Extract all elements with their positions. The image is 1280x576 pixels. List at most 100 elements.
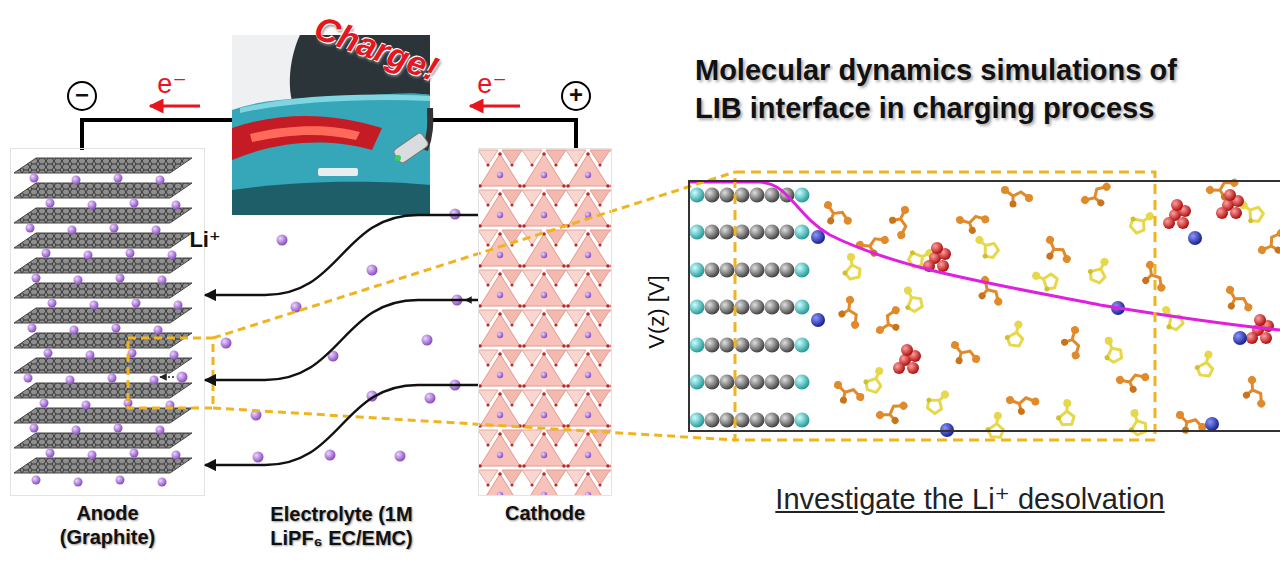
- cathode-crystal: Cathode: [478, 148, 612, 496]
- graphene-sheet: [14, 158, 192, 173]
- graphene-sheet: [14, 283, 192, 298]
- electrolyte-ions: [160, 209, 476, 463]
- intercalated-li: [42, 249, 177, 260]
- graphene-sheet: [14, 408, 192, 423]
- li-ion: [291, 302, 302, 313]
- figure-title: Molecular dynamics simulations of LIB in…: [695, 52, 1195, 127]
- photo-background: [232, 35, 430, 215]
- emc-molecule: [1257, 224, 1280, 262]
- ec-molecule: [1193, 348, 1218, 378]
- cathode-lattice: [478, 148, 612, 496]
- ec-molecule: [899, 284, 924, 314]
- emc-molecule: [887, 205, 914, 240]
- li-ion-md: [811, 313, 825, 327]
- md-snapshot: [688, 171, 1280, 440]
- li-ion: [277, 235, 288, 246]
- emc-molecule: [1173, 410, 1208, 437]
- intercalated-li: [46, 199, 181, 210]
- graphite-atom-row: [690, 263, 810, 278]
- li-ion: [450, 209, 461, 220]
- zoom-source-box: [128, 338, 213, 408]
- ec-molecule: [1028, 266, 1059, 294]
- li-ion: [221, 338, 232, 349]
- li-ion: [425, 393, 436, 404]
- li-ion: [253, 452, 264, 463]
- intercalated-li: [24, 374, 159, 385]
- pf6-anion: [1163, 199, 1191, 229]
- graphite-atom-row: [690, 375, 810, 390]
- intercalated-li: [30, 424, 165, 435]
- emc-molecule: [833, 295, 868, 333]
- ec-molecule: [923, 385, 954, 415]
- electrode-label: Anode (Graphite): [43, 501, 173, 549]
- charge-led: [395, 155, 401, 161]
- emc-molecule: [831, 380, 866, 407]
- emc-molecule: [1219, 285, 1257, 318]
- pf6-anion: [893, 344, 921, 374]
- graphite-atom-row: [690, 338, 810, 353]
- intercalated-li: [28, 324, 163, 335]
- intercalated-li: [26, 224, 161, 235]
- li-ion-md: [1233, 331, 1247, 345]
- electron-label: e⁻: [157, 68, 186, 100]
- potential-curve: [688, 182, 1280, 330]
- intercalated-li: [30, 174, 165, 185]
- graphene-sheet: [14, 458, 192, 473]
- tail-light: [232, 116, 382, 160]
- li-ion: [367, 265, 378, 276]
- graphene-sheet: [14, 383, 192, 398]
- emc-molecule: [1079, 176, 1116, 214]
- graphene-sheet: [14, 433, 192, 448]
- electrolyte-region: Electrolyte (1M LiPF₆ EC/EMC): [205, 148, 478, 496]
- graphite-atom-row: [690, 300, 810, 315]
- ec-molecule: [1055, 398, 1077, 427]
- graphene-sheet: [14, 258, 192, 273]
- car-illustration: [232, 35, 430, 215]
- emc-molecule: [955, 207, 992, 238]
- axis-label: V(z) [V]: [644, 275, 670, 348]
- li-ion: [450, 380, 461, 391]
- car-photo: Charge!: [232, 35, 430, 215]
- zoom-guides: [128, 172, 1155, 440]
- car-badge: [318, 168, 358, 176]
- graphene-sheet: [14, 208, 192, 223]
- li-ion-md: [1188, 231, 1202, 245]
- ion-hop-arrow: [160, 376, 174, 378]
- emc-molecule: [1236, 374, 1273, 412]
- graphite-atom-row: [690, 225, 810, 240]
- zoom-line: [213, 172, 735, 338]
- ion-label: Li⁺: [189, 227, 220, 253]
- graphene-sheet: [14, 358, 192, 373]
- li-ion-md: [1205, 417, 1219, 431]
- emc-molecule: [1057, 325, 1088, 362]
- li-ion: [328, 351, 339, 362]
- ec-molecule: [1003, 318, 1028, 348]
- graphene-sheet: [14, 308, 192, 323]
- terminal-circle: [68, 82, 96, 110]
- electron-arrow: [150, 105, 200, 108]
- ec-molecule: [1099, 335, 1123, 365]
- charging-plug: [392, 132, 429, 165]
- tail-light-glow: [250, 126, 360, 142]
- emc-molecule: [875, 302, 906, 339]
- emc-molecule: [1115, 365, 1153, 398]
- terminal-sign: +: [569, 81, 583, 109]
- graphite-layers: [14, 158, 192, 487]
- ion-migration-arrow: [205, 385, 478, 465]
- pf6-anion: [1216, 189, 1244, 219]
- graphene-sheet: [14, 233, 192, 248]
- ec-molecule: [843, 253, 861, 279]
- intercalated-li: [44, 349, 179, 360]
- intercalated-li: [32, 274, 167, 285]
- li-ion: [452, 295, 463, 306]
- emc-molecule: [947, 340, 983, 369]
- charge-callout: Charge!: [309, 8, 443, 89]
- zoom-target-box: [735, 172, 1155, 440]
- li-ion-md: [940, 423, 954, 437]
- graphene-sheet: [14, 333, 192, 348]
- ec-molecule: [1125, 408, 1147, 437]
